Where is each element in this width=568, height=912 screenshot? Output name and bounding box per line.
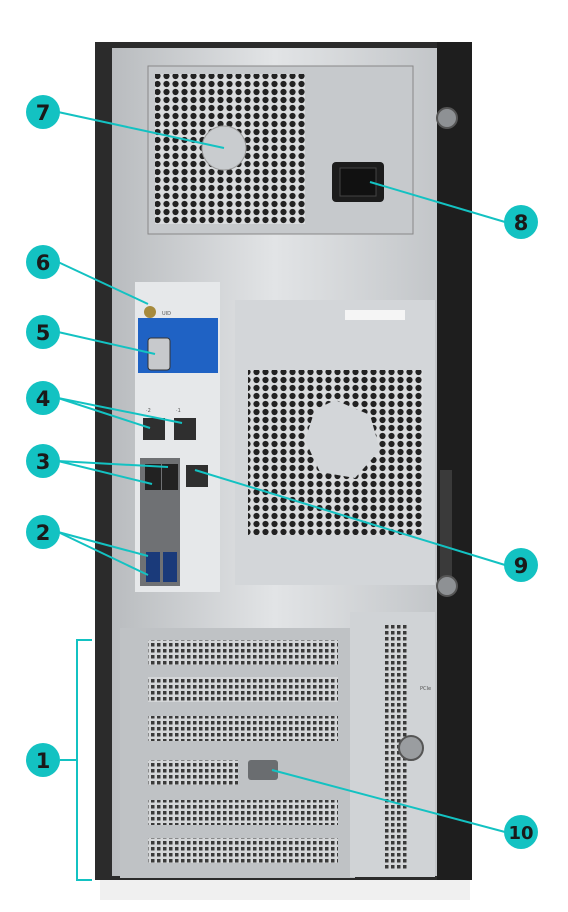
callout-6: 6 <box>26 245 60 279</box>
callout-1: 1 <box>26 743 60 777</box>
callout-3: 3 <box>26 444 60 478</box>
nic2-label: ·2 <box>146 408 151 414</box>
rear-fan <box>235 300 435 585</box>
io-panel: UID ·2 ·1 <box>135 282 220 592</box>
usb-port-a-icon <box>145 464 161 490</box>
usb-port-b-icon <box>162 464 178 490</box>
svg-text:5: 5 <box>36 321 51 345</box>
callout-8: 8 <box>504 205 538 239</box>
svg-text:3: 3 <box>36 450 51 474</box>
uid-button-icon <box>144 306 156 318</box>
svg-text:4: 4 <box>36 387 51 411</box>
expansion-slots: PCIe <box>120 612 435 878</box>
callout-2: 2 <box>26 515 60 549</box>
nic1-label: ·1 <box>176 408 181 414</box>
pci-label: PCIe <box>420 686 431 692</box>
callout-7: 7 <box>26 95 60 129</box>
usb3-port-a-icon <box>146 552 160 582</box>
ilo-port-icon <box>186 465 208 487</box>
callout-4: 4 <box>26 381 60 415</box>
serial-port-icon <box>248 760 278 780</box>
svg-text:2: 2 <box>36 521 51 545</box>
power-supply <box>147 65 414 235</box>
callout-5: 5 <box>26 315 60 349</box>
svg-text:9: 9 <box>514 554 529 578</box>
svg-text:6: 6 <box>36 251 51 275</box>
svg-text:8: 8 <box>514 211 529 235</box>
nic-port-2-icon <box>143 418 165 440</box>
callout-9: 9 <box>504 548 538 582</box>
uid-label: UID <box>162 311 171 317</box>
svg-text:10: 10 <box>508 823 533 844</box>
svg-text:7: 7 <box>36 101 51 125</box>
svg-text:1: 1 <box>36 749 51 773</box>
vga-port-icon <box>147 337 171 371</box>
callout-10: 10 <box>504 815 538 849</box>
leader-lines <box>57 111 506 881</box>
usb3-port-b-icon <box>163 552 177 582</box>
